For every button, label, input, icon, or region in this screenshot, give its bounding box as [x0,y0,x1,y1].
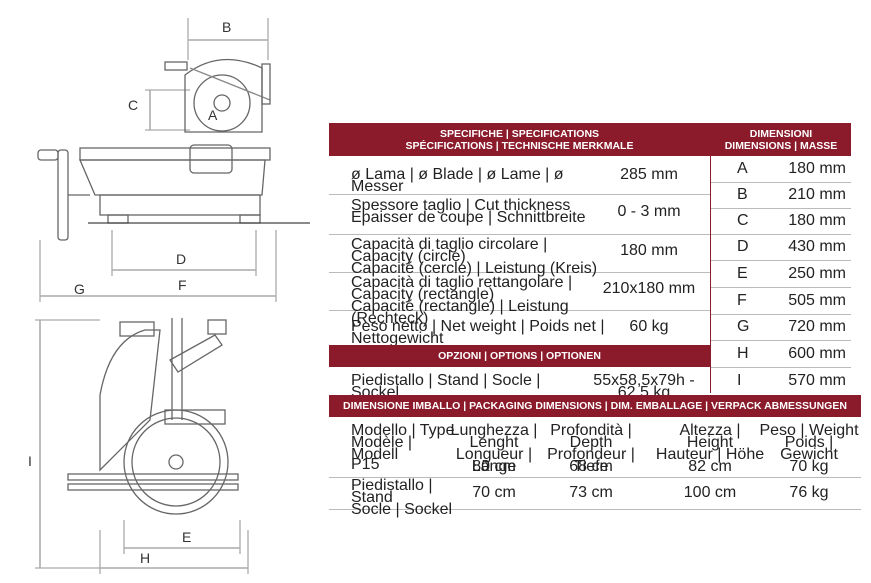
specs-header-line2: SPÉCIFICATIONS | TECHNISCHE MERKMALE [405,139,634,152]
dimension-key: I [737,372,742,389]
packaging-cell: 80 cm [472,458,516,475]
options-header: OPZIONI | OPTIONS | OPTIONEN [329,345,710,367]
packaging-header: DIMENSIONE IMBALLO | PACKAGING DIMENSION… [329,395,861,417]
specs-row: ø Lama | ø Blade | ø Lame | ø Messer 285… [329,156,710,195]
specs-header-line1: SPECIFICHE | SPECIFICATIONS [439,127,600,140]
dimension-value: 250 mm [788,265,846,282]
dimension-value: 180 mm [788,160,846,177]
spec-label: Capacità di taglio circolare | Capacity … [351,236,598,277]
dimensions-header-line2: DIMENSIONS | MASSE [724,139,838,152]
spec-value: 60 kg [629,318,669,335]
spec-label: Peso netto | Net weight | Poids net | Ne… [351,318,605,347]
spec-value: 180 mm [620,242,678,259]
dimension-row: H 600 mm [711,340,851,368]
specs-row: Capacità di taglio circolare | Capacity … [329,234,710,277]
dimension-key: A [737,160,748,177]
packaging-column-height: Altezza | Height Hauteur | Höhe [655,422,765,463]
dimension-value: 600 mm [788,345,846,362]
spec-value: 0 - 3 mm [617,203,681,220]
dimension-key: F [737,292,747,309]
technical-drawing: B C A D F G I E H [28,18,310,574]
dim-label-c: C [128,97,138,113]
dimension-value: 210 mm [788,186,846,203]
dimensions-header-line1: DIMENSIONI [749,127,813,140]
dimension-value: 570 mm [788,372,846,389]
specs-row: Spessore taglio | Cut thickness Epaisser… [329,194,710,235]
packaging-cell: P15 [351,456,380,473]
specs-row: Capacità di taglio rettangolare | Capaci… [329,272,710,327]
dimension-key: C [737,212,749,229]
spec-value: 210x180 mm [602,280,696,297]
dimension-row: B 210 mm [711,182,851,209]
packaging-columns: Modello | Type Modèle | Modell Lunghezza… [329,417,861,475]
specs-row: Peso netto | Net weight | Poids net | Ne… [329,310,710,347]
spec-value: 285 mm [620,166,678,183]
packaging-cell: 68 cm [569,458,613,475]
specs-header: SPECIFICHE | SPECIFICATIONS SPÉCIFICATIO… [329,123,710,156]
dimension-row: D 430 mm [711,234,851,261]
dim-label-d: D [176,251,186,267]
spec-label: Spessore taglio | Cut thickness Epaisser… [351,197,586,226]
dimension-key: B [737,186,748,203]
packaging-cell: 76 kg [789,484,829,501]
packaging-cell: 100 cm [683,484,737,501]
packaging-cell: 73 cm [569,484,613,501]
packaging-cell: 70 cm [472,484,516,501]
dimension-key: D [737,238,749,255]
dim-label-i: I [28,453,32,469]
dimension-value: 180 mm [788,212,846,229]
packaging-cell: 82 cm [688,458,732,475]
dimensions-divider [710,123,711,393]
dim-label-b: B [222,19,231,35]
dimension-row: E 250 mm [711,260,851,288]
dimension-key: G [737,318,750,335]
packaging-cell: Piedistallo | Stand Socle | Sockel [351,477,453,518]
dim-label-h: H [140,550,150,566]
dimension-value: 430 mm [788,238,846,255]
packaging-column-depth: Profondità | Depth Profondeur | Tiefe [547,422,635,475]
dimensions-header: DIMENSIONI DIMENSIONS | MASSE [711,123,851,156]
packaging-header-text: DIMENSIONE IMBALLO | PACKAGING DIMENSION… [343,400,847,412]
dimension-row: A 180 mm [711,156,851,183]
packaging-column-length: Lunghezza | Lenght Longueur | Länge [450,422,538,475]
dim-label-f: F [178,277,187,293]
dimension-row: G 720 mm [711,314,851,341]
packaging-cell: 70 kg [789,458,829,475]
options-row: Piedistallo | Stand | Socle | Sockel 55x… [329,367,710,401]
dimension-row: F 505 mm [711,287,851,315]
spec-label: Capacità di taglio rettangolare | Capaci… [351,274,573,327]
options-header-text: OPZIONI | OPTIONS | OPTIONEN [438,350,601,362]
dim-label-e: E [182,529,191,545]
packaging-row: Piedistallo | Stand Socle | Sockel 70 cm… [329,477,861,518]
spec-label: ø Lama | ø Blade | ø Lame | ø Messer [351,166,564,195]
dimension-value: 505 mm [788,292,846,309]
packaging-row: P15 80 cm 68 cm 82 cm 70 kg [329,455,861,478]
dimension-key: H [737,345,749,362]
dimension-row: C 180 mm [711,208,851,235]
packaging-column-weight: Peso | Weight Poids | Gewicht [759,422,859,463]
dimension-key: E [737,265,748,282]
dimension-row: I 570 mm [711,367,851,393]
dimension-value: 720 mm [788,318,846,335]
dim-label-g: G [74,281,85,297]
dim-label-a: A [208,107,218,123]
packaging-column-model: Modello | Type Modèle | Modell [351,422,455,463]
